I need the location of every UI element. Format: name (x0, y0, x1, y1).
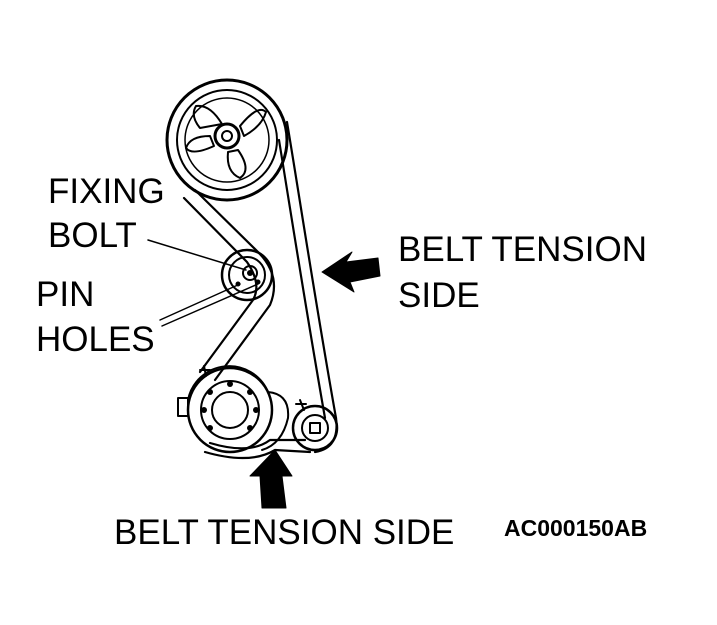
camshaft-sprocket (165, 78, 289, 202)
pin-holes-leader-2 (161, 283, 259, 327)
idler-pulley (220, 248, 274, 302)
bolt-label: BOLT (48, 216, 137, 255)
tension-side-right-line2: SIDE (398, 276, 480, 315)
holes-label: HOLES (36, 320, 155, 359)
fixing-label: FIXING (48, 172, 165, 211)
pin-label: PIN (36, 275, 95, 314)
timing-belt (182, 120, 338, 460)
figure-code: AC000150AB (504, 515, 648, 541)
tension-arrow-bottom (249, 449, 293, 509)
fixing-bolt-leader (147, 239, 247, 271)
tension-side-right-line1: BELT TENSION (398, 230, 647, 269)
tension-side-bottom: BELT TENSION SIDE (114, 513, 455, 552)
tension-arrow-right (321, 251, 381, 293)
leader-lines (147, 239, 259, 327)
pin-holes-leader-1 (159, 283, 241, 321)
tensioner-pulley (291, 399, 339, 452)
crankshaft-sprocket (177, 365, 290, 454)
